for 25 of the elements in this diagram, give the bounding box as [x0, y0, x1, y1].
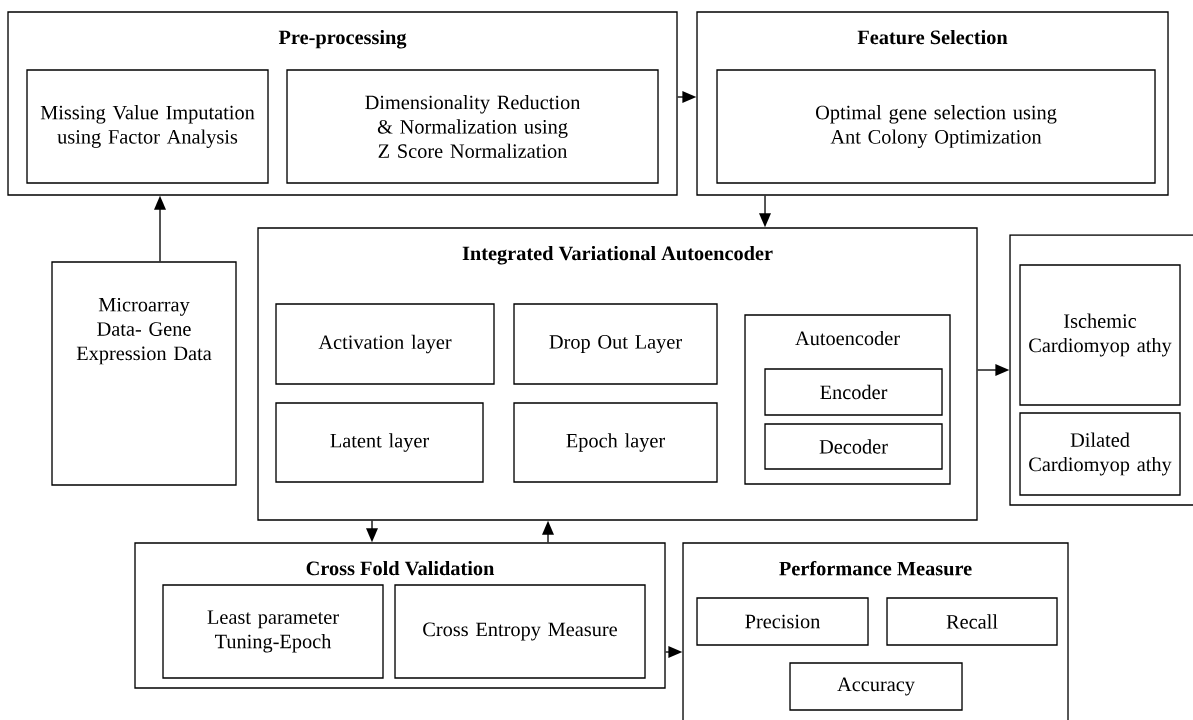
process-box: Least parameter Tuning-Epoch [162, 584, 384, 679]
process-box: Optimal gene selection using Ant Colony Optimization [716, 69, 1156, 184]
process-box: Dilated Cardiomyop athy [1019, 412, 1181, 496]
arrow [759, 195, 771, 228]
process-box: Decoder [764, 423, 943, 470]
process-box: Missing Value Imputation using Factor Analysis [26, 69, 269, 184]
process-box: Accuracy [789, 662, 963, 711]
arrow [154, 195, 166, 262]
group-box [1009, 234, 1193, 506]
arrow [542, 520, 554, 543]
process-box: Activation layer [275, 303, 495, 385]
process-box: Microarray Data- Gene Expression Data [51, 261, 237, 486]
process-box: Ischemic Cardiomyop athy [1019, 264, 1181, 406]
process-box: Recall [886, 597, 1058, 646]
process-box: Latent layer [275, 402, 484, 483]
process-box: Epoch layer [513, 402, 718, 483]
process-box: Cross Entropy Measure [394, 584, 646, 679]
arrow [677, 91, 697, 103]
arrow [366, 520, 378, 543]
arrow [977, 364, 1010, 376]
process-box: Dimensionality Reduction & Normalization using Z Score Normalization [286, 69, 659, 184]
process-box: Encoder [764, 368, 943, 416]
arrow [665, 646, 683, 658]
process-box: Precision [696, 597, 869, 646]
process-box: Drop Out Layer [513, 303, 718, 385]
